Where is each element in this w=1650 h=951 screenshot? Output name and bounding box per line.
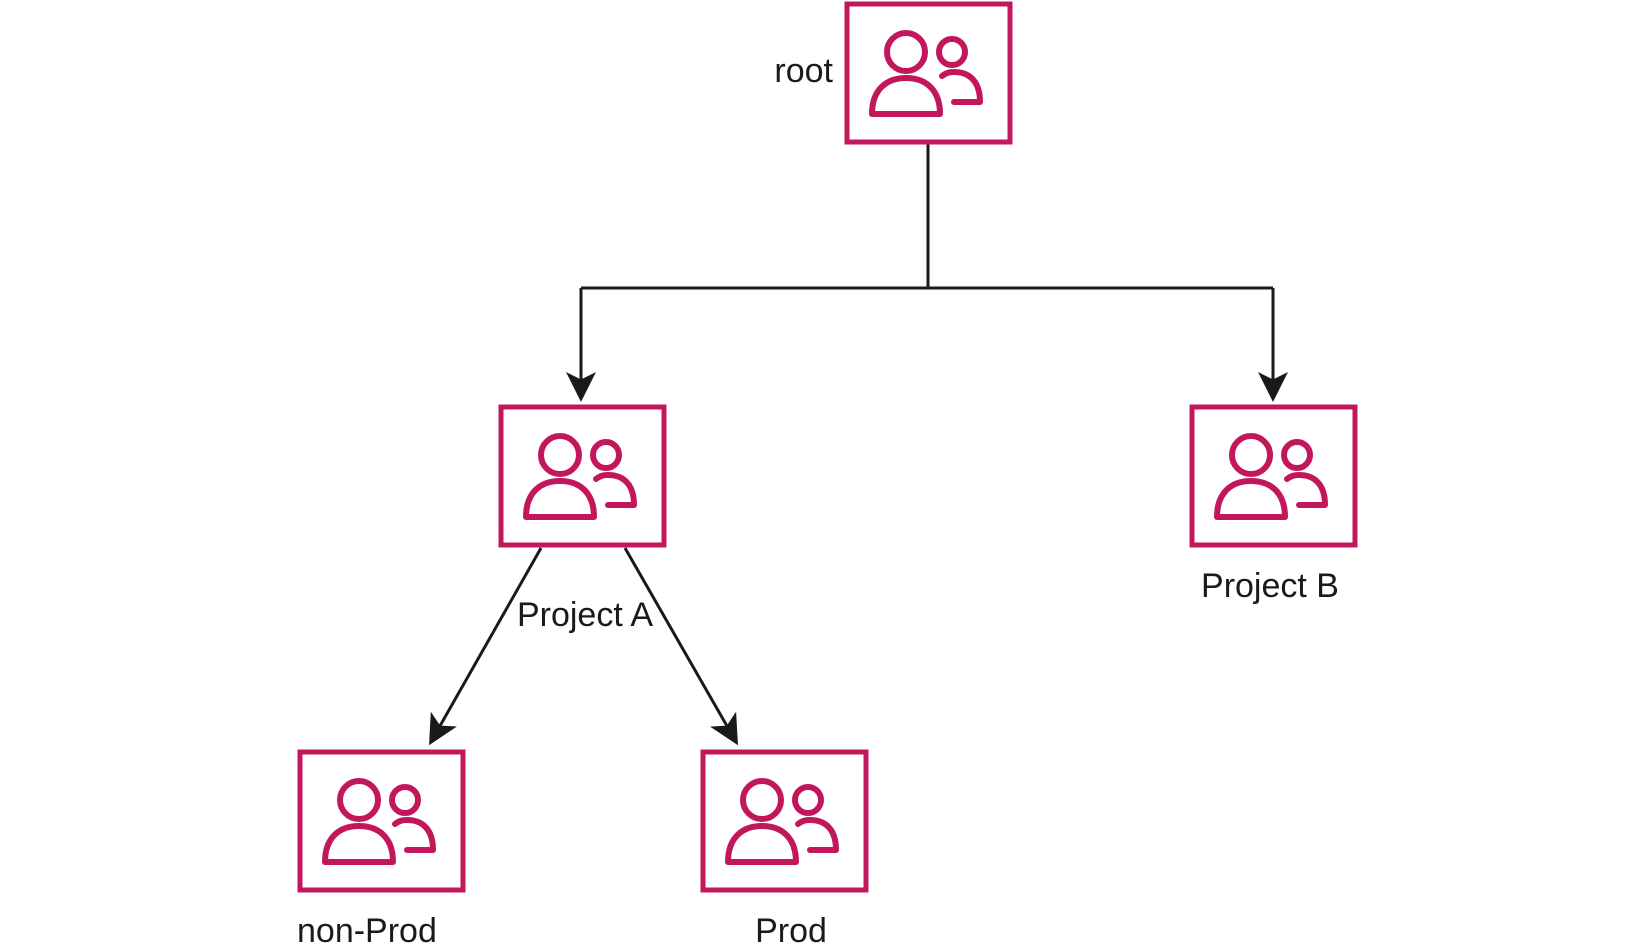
node-non-prod-label: non-Prod [297,912,437,950]
node-project-b-label: Project B [1201,567,1339,605]
node-prod-box [700,749,869,893]
node-project-a-box [498,404,667,548]
node-project-b-box [1189,404,1358,548]
node-prod[interactable]: Prod [700,749,869,950]
node-root-label: root [774,52,833,90]
node-project-a-label: Project A [517,596,653,634]
node-project-b[interactable]: Project B [1189,404,1358,605]
edge-project-a-to-prod [623,547,738,746]
node-non-prod[interactable]: non-Prod [297,749,466,950]
node-root[interactable]: root [774,1,1013,145]
node-prod-label: Prod [755,912,827,950]
edge-project-a-to-non-prod [429,547,543,746]
node-non-prod-box [297,749,466,893]
node-root-box [844,1,1013,145]
node-project-a[interactable]: Project A [498,404,667,634]
edges [429,143,1288,746]
